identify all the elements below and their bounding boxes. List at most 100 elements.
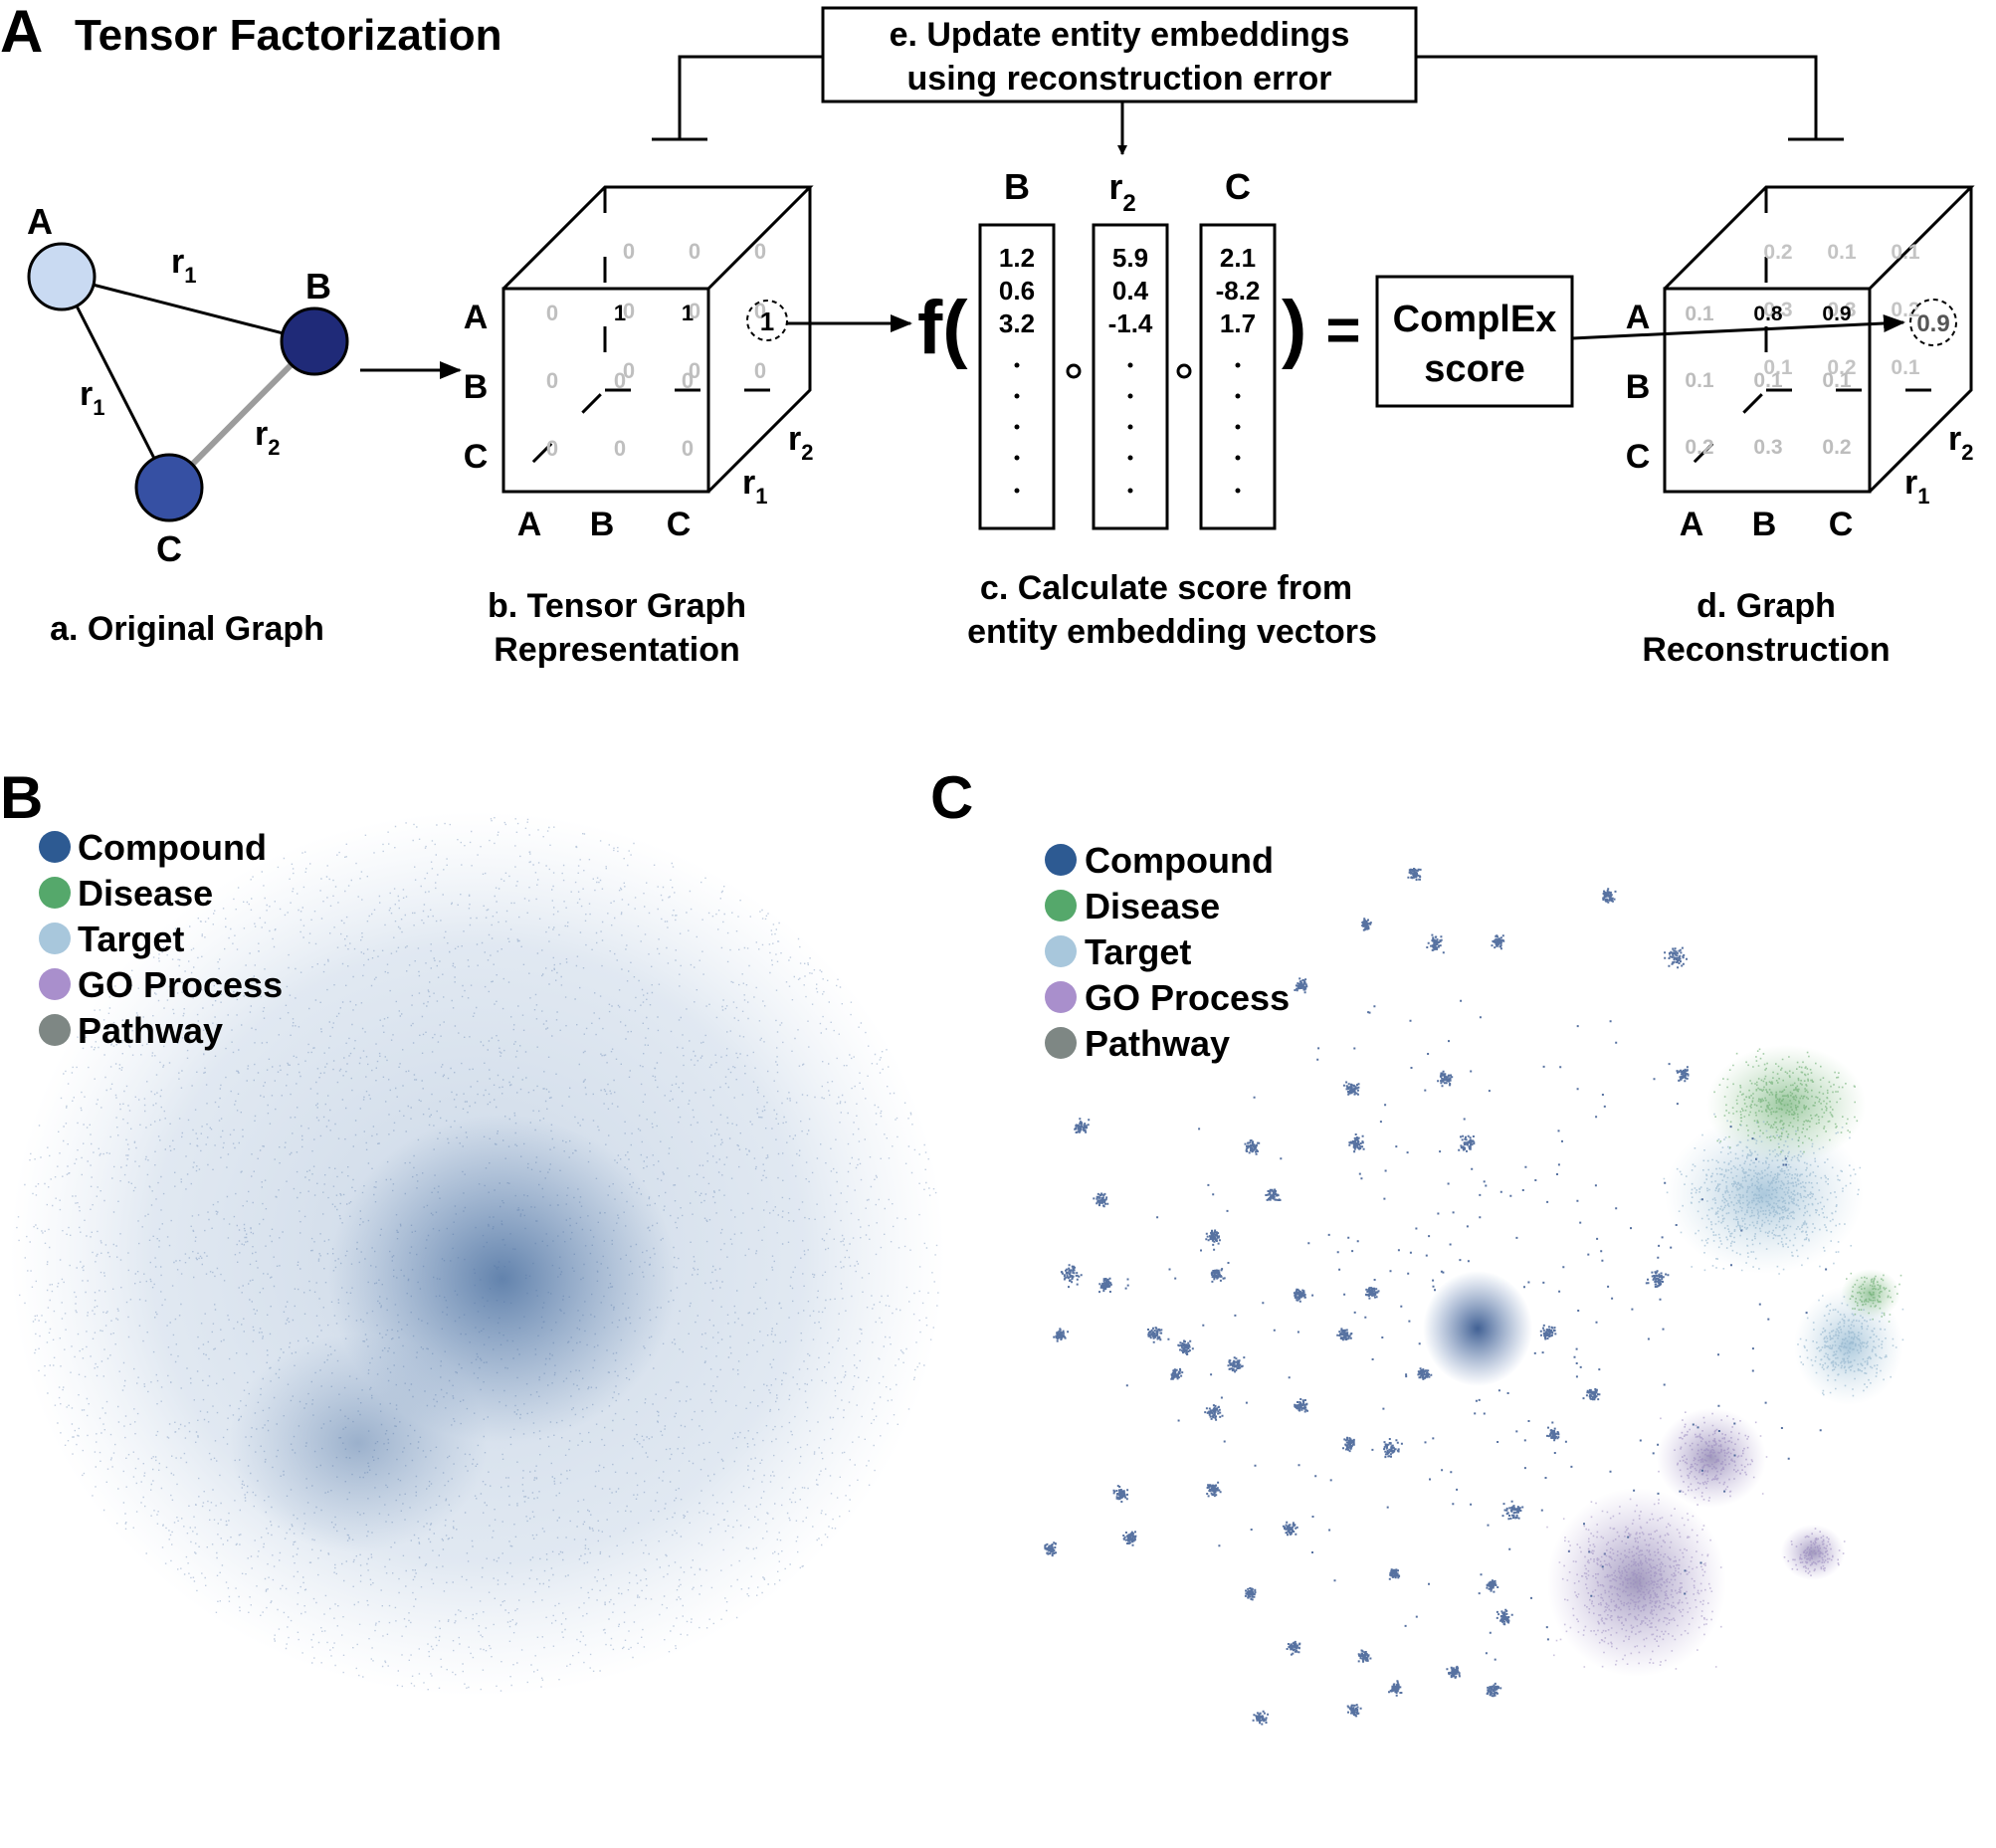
edge-b-c-label: r2 [255, 415, 280, 460]
legend-go-process-swatch [39, 968, 71, 1000]
feedback-line-right [1416, 55, 1818, 139]
tensor-col-a: A [517, 506, 542, 543]
panel-c-go-process-points [1658, 1411, 1768, 1506]
node-a-label: A [27, 201, 53, 242]
reconstruction-front-cell: 0.1 [1685, 303, 1714, 325]
reconstruction-row-a: A [1626, 299, 1651, 336]
tensor-back-cell: 0 [623, 239, 635, 264]
f-close: ) [1282, 286, 1306, 370]
complex-score-box [1375, 275, 1574, 408]
panel-b-cloud [10, 811, 945, 1697]
tensor-cube-edges [501, 185, 814, 494]
legend-pathway-label: Pathway [1085, 1023, 1230, 1064]
panel-c-go-process-points [1546, 1493, 1722, 1670]
vector-c-value: -8.2 [1216, 276, 1261, 306]
graph-caption: a. Original Graph [50, 610, 324, 648]
tensor-back-cell: 0 [689, 299, 700, 323]
reconstruction-col-a: A [1680, 506, 1704, 543]
reconstruction-depth-r1: r1 [1904, 464, 1929, 509]
panel-c-plot [1044, 868, 1904, 1726]
tensor-front-cell: 0 [614, 368, 626, 393]
hadamard-operator [1176, 363, 1192, 379]
reconstruction-back-cell: 0.3 [1827, 299, 1856, 321]
reconstruction-cube-edges [1663, 185, 1975, 494]
reconstruction-back-cell: 0.1 [1891, 241, 1920, 264]
reconstruction-front-cell: 0.1 [1822, 369, 1852, 392]
reconstruction-caption-line1: d. Graph [1697, 587, 1836, 625]
vector-b-box [978, 223, 1056, 530]
vector-r2-value: 5.9 [1112, 243, 1148, 273]
legend-compound-label: Compound [78, 827, 267, 868]
reconstruction-col-b: B [1752, 506, 1777, 543]
reconstruction-row-b: B [1626, 368, 1651, 406]
vector-c-box [1199, 223, 1277, 530]
panel-b-cloud-lobe [229, 1334, 488, 1552]
tensor-back-cell: 0 [623, 299, 635, 323]
node-c [134, 453, 204, 522]
edge-a-b [61, 275, 315, 343]
score-caption-line2: entity embedding vectors [967, 613, 1377, 651]
vector-c-value: 1.7 [1220, 308, 1256, 338]
update-box [821, 6, 1418, 103]
feedback-line-left [678, 55, 823, 139]
tensor-highlight-value: 1 [760, 307, 774, 336]
panel-c-go-process-cluster [1547, 1488, 1726, 1677]
update-box-line1: e. Update entity embeddings [890, 16, 1350, 54]
tensor-front-cell: 0 [546, 301, 558, 325]
reconstruction-front-cell: 0.3 [1753, 436, 1782, 459]
vector-b-ellipsis [1014, 362, 1020, 494]
legend-disease-label: Disease [1085, 886, 1220, 926]
tensor-front-cell: 0 [682, 368, 694, 393]
vector-r2: r2 5.9 0.4 -1.4 [1092, 166, 1169, 530]
tensor-back-cell: 0 [689, 239, 700, 264]
vector-b-value: 1.2 [999, 243, 1035, 273]
legend-compound-swatch [1045, 844, 1077, 876]
update-box-line2: using reconstruction error [907, 60, 1332, 98]
reconstruction-back-cell: 0.1 [1891, 356, 1920, 379]
node-b [280, 307, 349, 376]
tensor-col-c: C [667, 506, 692, 543]
panel-b-legend: Compound Disease Target GO Process Pathw… [39, 827, 283, 1051]
node-a [27, 242, 97, 311]
tensor-front-cell: 1 [614, 301, 626, 325]
update-feedback: e. Update entity embeddings using recons… [652, 6, 1844, 155]
tensor-back-cell: 0 [623, 358, 635, 383]
legend-target-swatch [39, 923, 71, 954]
edge-b-c [166, 338, 317, 491]
vector-b: B 1.2 0.6 3.2 [978, 166, 1056, 530]
legend-go-process-label: GO Process [78, 964, 283, 1005]
reconstruction-back-cell: 0.2 [1763, 241, 1792, 264]
panel-c-points [1044, 868, 1904, 1726]
vector-b-header: B [1004, 166, 1030, 207]
vector-b-value: 0.6 [999, 276, 1035, 306]
equals-sign: = [1325, 297, 1360, 363]
reconstruction-back-cell: 0.3 [1763, 299, 1792, 321]
legend-disease-swatch [39, 877, 71, 909]
vector-c-header: C [1225, 166, 1251, 207]
vector-r2-value: 0.4 [1112, 276, 1149, 306]
legend-pathway-swatch [39, 1014, 71, 1046]
reconstruction-depth-r2: r2 [1948, 420, 1973, 465]
panel-c-disease-cluster [1706, 1045, 1866, 1164]
tensor-front-cell: 0 [682, 436, 694, 461]
panel-a-letter: A [0, 0, 43, 65]
tensor-caption-line1: b. Tensor Graph [488, 587, 746, 625]
legend-pathway-label: Pathway [78, 1010, 223, 1051]
vector-r2-value: -1.4 [1108, 308, 1153, 338]
panel-c-legend: Compound Disease Target GO Process Pathw… [1045, 840, 1290, 1064]
panel-c-hub-cluster [1423, 1271, 1532, 1386]
vector-c-ellipsis [1235, 362, 1241, 494]
edge-a-b-label: r1 [171, 243, 196, 288]
reconstruction-highlight-value: 0.9 [1916, 310, 1949, 337]
legend-target-swatch [1045, 935, 1077, 967]
panel-c-letter: C [930, 764, 973, 831]
reconstruction-back-cell: 0.2 [1827, 356, 1856, 379]
score-function: f( ) = B 1.2 0.6 3.2 r2 5.9 0.4 -1.4 C [917, 166, 1574, 651]
legend-go-process-label: GO Process [1085, 977, 1290, 1018]
tensor-depth-r2: r2 [788, 420, 813, 465]
